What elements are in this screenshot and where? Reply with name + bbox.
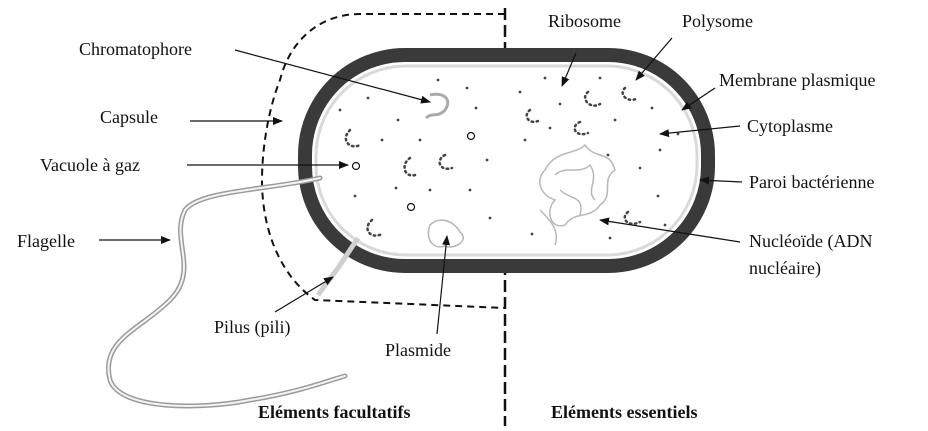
label-flagelle: Flagelle: [17, 231, 75, 251]
label-chromatophore: Chromatophore: [79, 39, 192, 59]
label-polysome: Polysome: [682, 11, 753, 31]
label-vacuole: Vacuole à gaz: [40, 155, 140, 175]
label-paroi: Paroi bactérienne: [749, 172, 874, 192]
label-ribosome: Ribosome: [548, 11, 621, 31]
label-pilus: Pilus (pili): [214, 317, 291, 338]
cell-wall: [305, 55, 708, 266]
arrow-pilus: [275, 277, 333, 312]
label-membrane: Membrane plasmique: [719, 70, 875, 90]
label-nucleoide-line1: Nucléoïde (ADN: [749, 231, 872, 252]
label-cytoplasme: Cytoplasme: [747, 116, 833, 136]
section-facultatifs: Eléments facultatifs: [258, 402, 410, 422]
label-plasmide: Plasmide: [385, 340, 451, 360]
label-nucleoide-line2: nucléaire): [749, 258, 821, 279]
label-capsule: Capsule: [100, 107, 158, 127]
section-essentiels: Eléments essentiels: [551, 402, 697, 422]
